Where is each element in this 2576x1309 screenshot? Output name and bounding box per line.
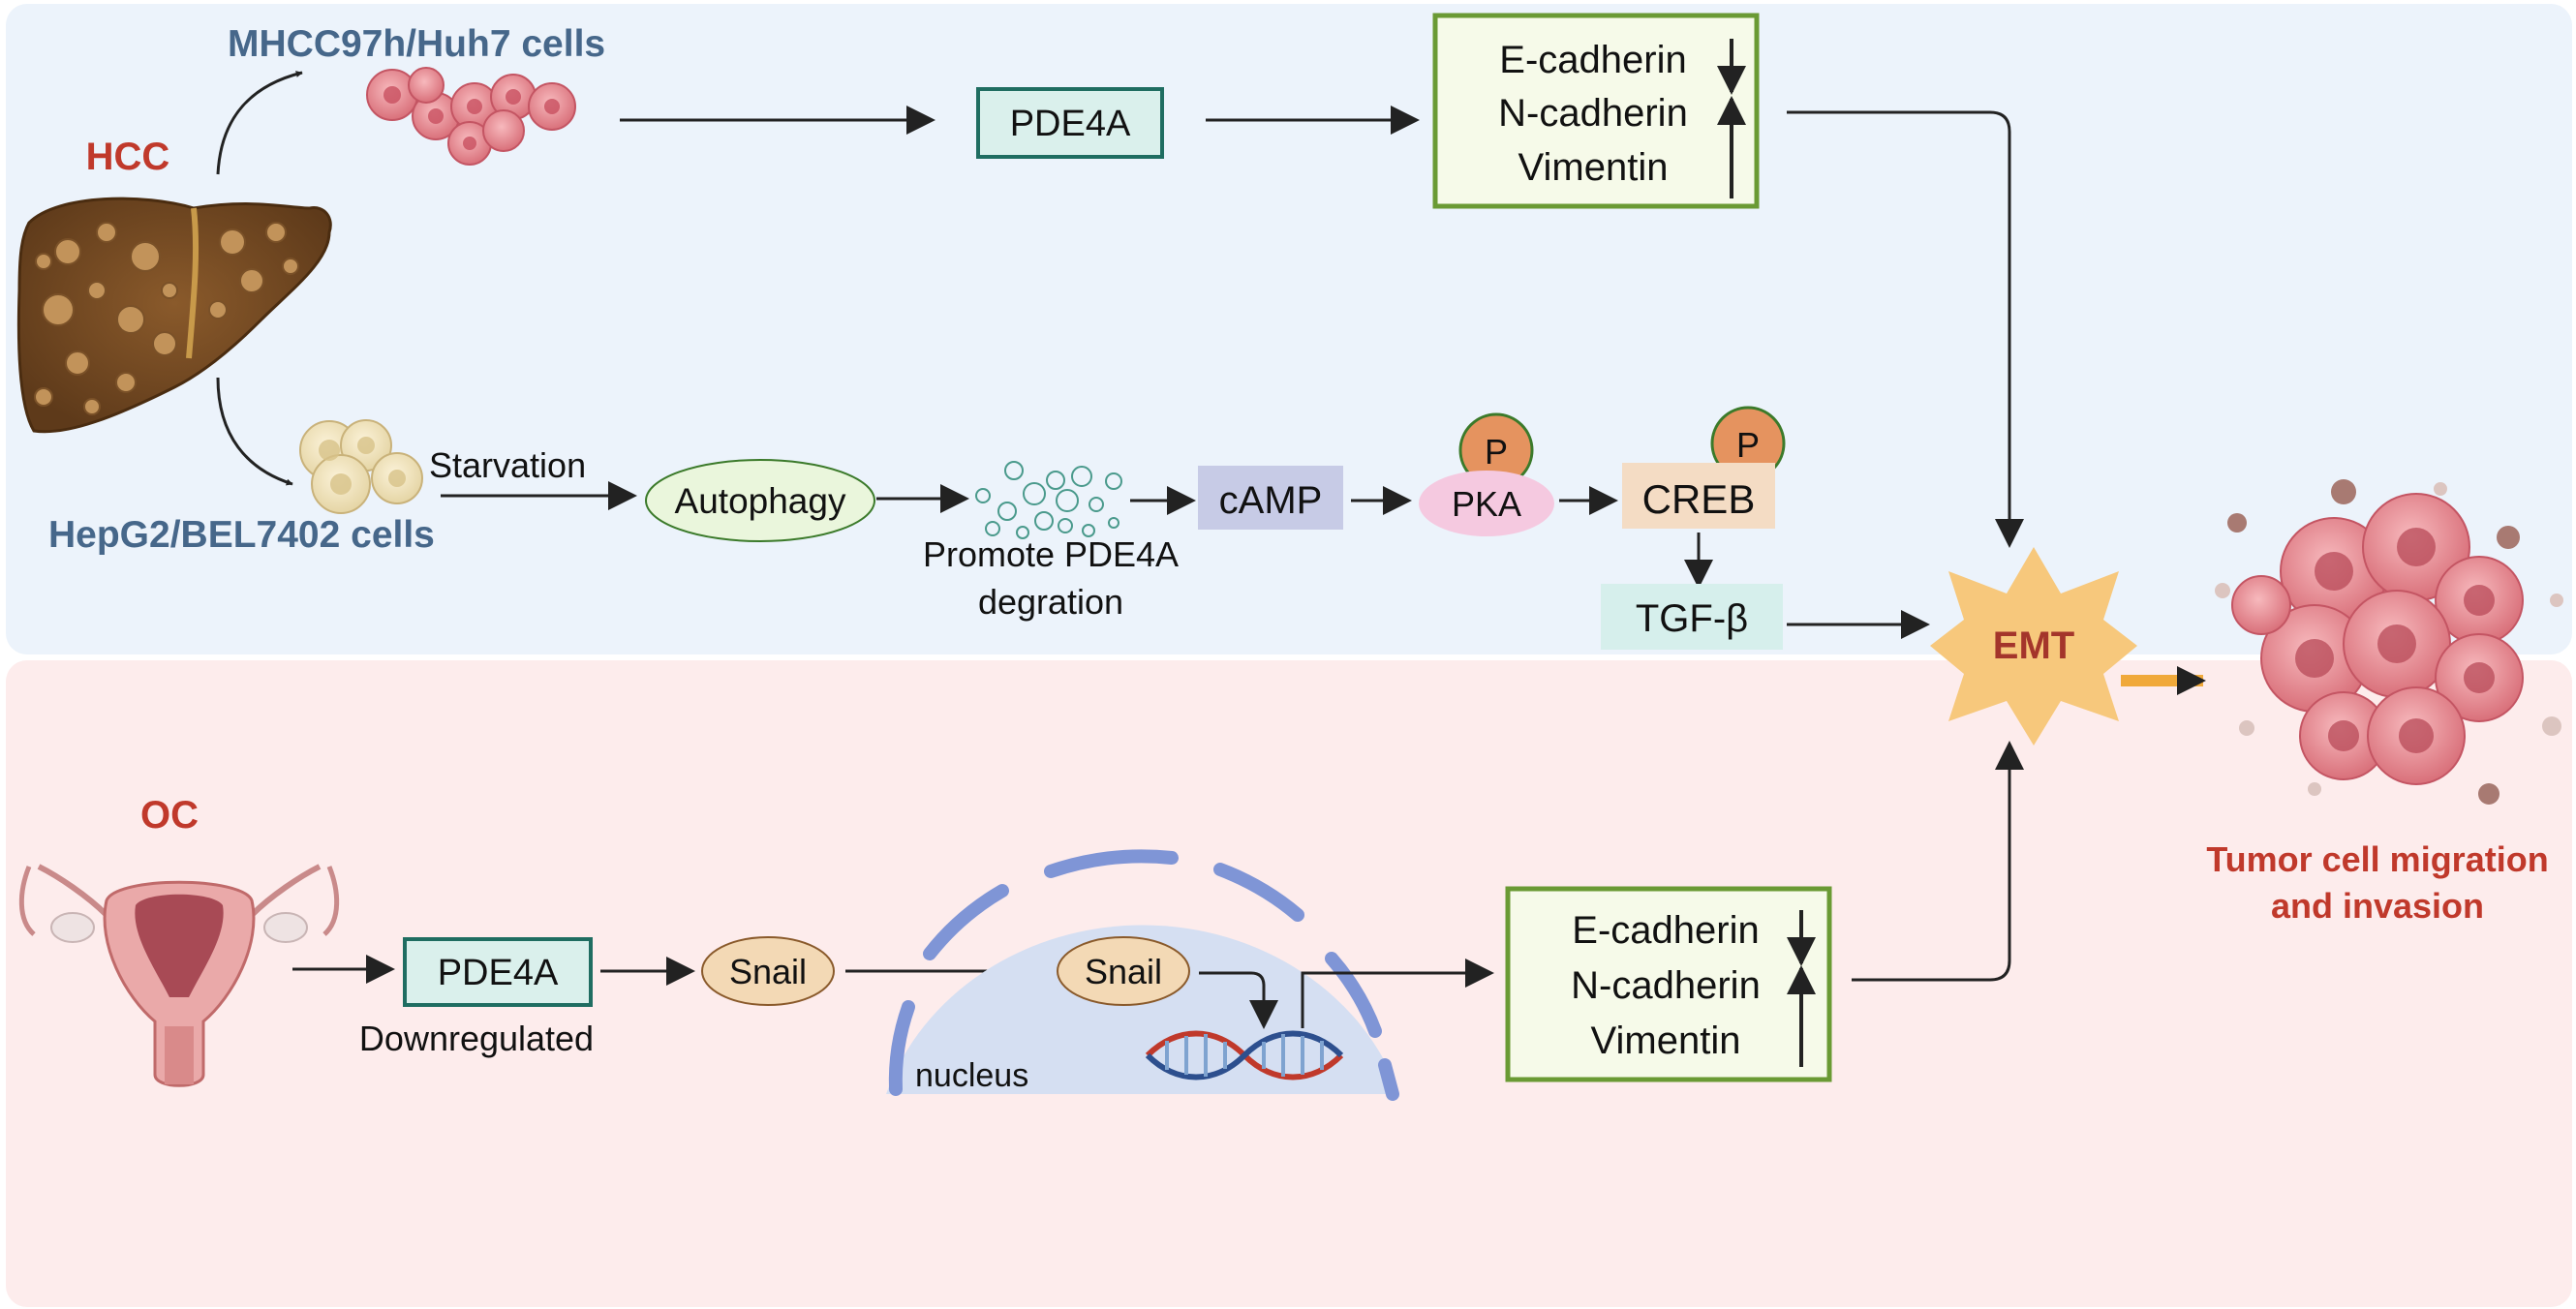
promote-label-2: degration bbox=[978, 582, 1123, 622]
uterus-illustration bbox=[18, 864, 340, 1087]
marker-box-oc: E-cadherin N-cadherin Vimentin bbox=[1505, 886, 1832, 1082]
vim-label-oc: Vimentin bbox=[1591, 1020, 1741, 1062]
liver-illustration bbox=[16, 197, 332, 434]
emt-node: EMT bbox=[1930, 547, 2137, 746]
ncad-label-oc: N-cadherin bbox=[1571, 964, 1761, 1007]
pka-node: P PKA bbox=[1419, 412, 1554, 536]
autophagy-node: Autophagy bbox=[645, 459, 875, 542]
camp-label: cAMP bbox=[1219, 479, 1323, 522]
downregulated-label: Downregulated bbox=[359, 1019, 594, 1058]
snail-label-nucleus: Snail bbox=[1085, 952, 1162, 991]
ncad-label-hcc: N-cadherin bbox=[1498, 92, 1688, 135]
emt-label: EMT bbox=[1993, 624, 2074, 667]
creb-node: P CREB bbox=[1622, 406, 1786, 529]
markers-to-emt-arrow-oc bbox=[1852, 741, 2024, 982]
liver-to-hepg2-arrow bbox=[216, 377, 293, 486]
snail-node-cyto: Snail bbox=[701, 936, 835, 1006]
ecad-label-oc: E-cadherin bbox=[1572, 909, 1759, 952]
tgf-label: TGF-β bbox=[1636, 597, 1748, 640]
marker-box-hcc: E-cadherin N-cadherin Vimentin bbox=[1432, 13, 1760, 209]
creb-label: CREB bbox=[1642, 476, 1756, 522]
oc-label: OC bbox=[140, 794, 199, 837]
autophagy-label: Autophagy bbox=[675, 481, 846, 521]
promote-label-1: Promote PDE4A bbox=[923, 534, 1179, 574]
mhcc-cells-label: MHCC97h/Huh7 cells bbox=[228, 23, 605, 65]
pde4a-label-oc: PDE4A bbox=[438, 953, 559, 993]
nucleus-label: nucleus bbox=[915, 1057, 1028, 1094]
tumor-label-2: and invasion bbox=[2271, 886, 2484, 926]
tumor-label-1: Tumor cell migration bbox=[2206, 839, 2548, 879]
starvation-label: Starvation bbox=[429, 445, 586, 485]
vim-label-hcc: Vimentin bbox=[1518, 146, 1669, 189]
creb-phospho-label: P bbox=[1736, 425, 1760, 465]
ecad-label-hcc: E-cadherin bbox=[1499, 39, 1686, 81]
hcc-region bbox=[6, 4, 2572, 654]
markers-to-emt-arrow-hcc bbox=[1787, 110, 2024, 548]
pde4a-fragments bbox=[975, 461, 1122, 539]
tumor-cell-cluster bbox=[2215, 479, 2563, 805]
dna-to-markers-arrow bbox=[1301, 959, 1494, 1028]
nucleus bbox=[886, 849, 1399, 1101]
dna-helix bbox=[1145, 1030, 1344, 1081]
pde4a-box-oc: PDE4A bbox=[403, 937, 593, 1007]
camp-node: cAMP bbox=[1198, 466, 1343, 530]
pde4a-box-hcc: PDE4A bbox=[976, 87, 1164, 159]
hepg2-cells-label: HepG2/BEL7402 cells bbox=[48, 514, 435, 556]
pka-label: PKA bbox=[1452, 484, 1521, 524]
hcc-label: HCC bbox=[86, 136, 170, 178]
liver-to-mhcc-arrow bbox=[216, 71, 303, 175]
snail-node-nucleus: Snail bbox=[1057, 936, 1190, 1006]
snail-label-cyto: Snail bbox=[729, 952, 807, 991]
pde4a-label-hcc: PDE4A bbox=[1010, 104, 1131, 144]
snail-to-dna-arrow bbox=[1199, 971, 1278, 1029]
mhcc-cell-cluster bbox=[366, 67, 576, 166]
tgf-node: TGF-β bbox=[1601, 584, 1783, 650]
pka-phospho-label: P bbox=[1485, 432, 1508, 472]
